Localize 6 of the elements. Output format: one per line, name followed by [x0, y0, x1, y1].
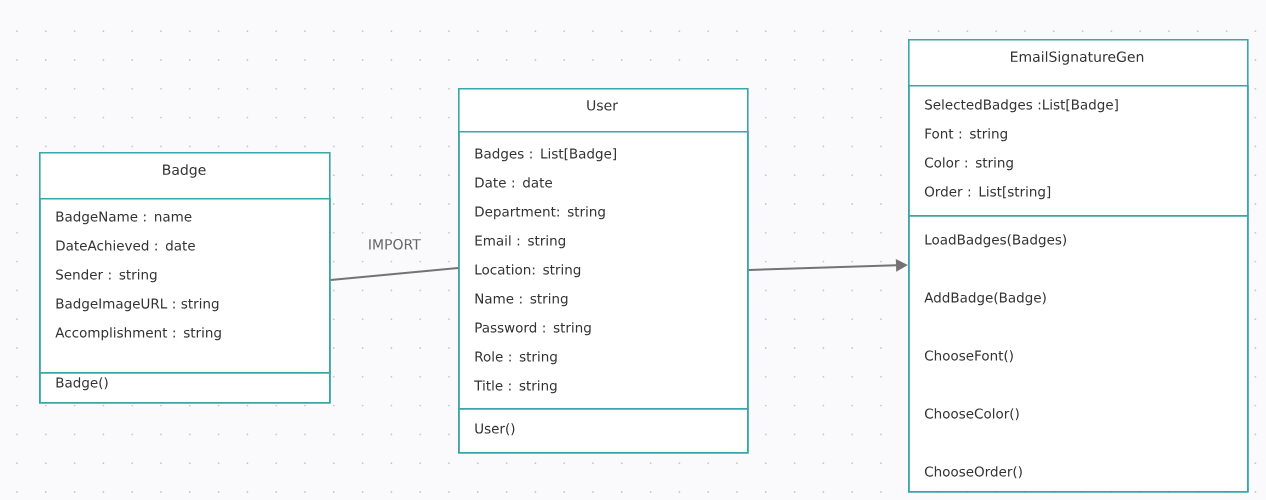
- method-compartment: User(): [458, 408, 749, 454]
- attribute-compartment: BadgeName : name DateAchieved : date Sender : string BadgeImageURL : string Accomplishment : string: [39, 198, 331, 374]
- method-compartment: LoadBadges(Badges) AddBadge(Badge) ChooseFont() ChooseColor() ChooseOrder(): [908, 215, 1249, 493]
- attribute-compartment: SelectedBadges :List[Badge] Font : string Color : string Order : List[string]: [908, 85, 1249, 217]
- method-compartment: Badge(): [39, 371, 331, 404]
- attribute-compartment: Badges : List[Badge] Date : date Department: string Email : string Location: string Name : string Password : string Role : string Title : string: [458, 131, 749, 410]
